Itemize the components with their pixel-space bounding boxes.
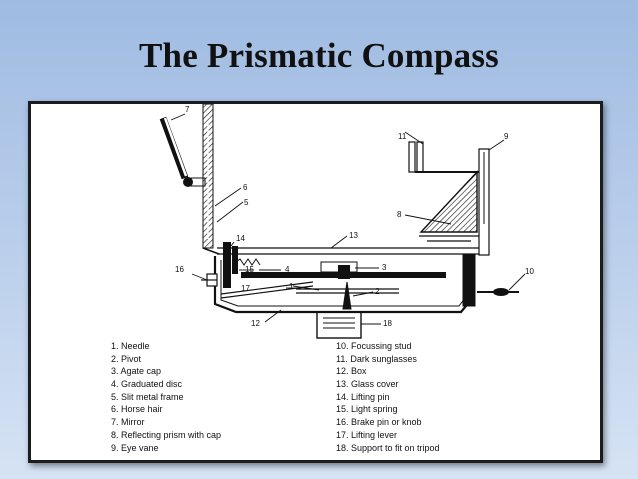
legend-item: 7. Mirror	[111, 417, 145, 428]
legend-item: 5. Slit metal frame	[111, 391, 184, 402]
callout-18: 18	[383, 319, 392, 328]
legend-item: 12. Box	[336, 366, 367, 377]
lifting-lever	[220, 281, 314, 299]
slide-title: The Prismatic Compass	[138, 36, 499, 75]
callout-14: 14	[236, 234, 245, 243]
legend-right: 10. Focussing stud 11. Dark sunglasses 1…	[336, 340, 440, 454]
legend-item: 15. Light spring	[336, 404, 398, 415]
legend-item: 10. Focussing stud	[336, 341, 412, 351]
agate-cap	[338, 265, 350, 279]
callout-12: 12	[251, 319, 260, 328]
figure-canvas: 7 6 5 11 9 8 13 14 15 4 3 16 17 1 2 12 1…	[31, 104, 600, 460]
callout-3: 3	[382, 263, 387, 272]
legend-item: 9. Eye vane	[111, 442, 159, 453]
glass-cover	[217, 247, 479, 255]
legend-item: 14. Lifting pin	[336, 391, 390, 402]
legend-item: 18. Support to fit on tripod	[336, 442, 440, 453]
slit-metal-frame	[202, 104, 220, 255]
callout-16: 16	[175, 265, 184, 274]
callout-13: 13	[349, 231, 358, 240]
legend-item: 16. Brake pin or knob	[336, 417, 422, 428]
legend-item: 13. Glass cover	[336, 379, 399, 390]
callout-6: 6	[243, 183, 248, 192]
light-spring	[235, 258, 261, 266]
callout-labels: 7 6 5 11 9 8 13 14 15 4 3 16 17 1 2 12 1…	[175, 105, 534, 328]
eye-vane	[478, 148, 490, 256]
callout-15: 15	[245, 265, 254, 274]
callout-10: 10	[525, 267, 534, 276]
callout-11: 11	[398, 132, 407, 141]
mirror	[159, 116, 206, 187]
legend-item: 17. Lifting lever	[336, 429, 398, 440]
legend-left: 1. Needle 2. Pivot 3. Agate cap 4. Gradu…	[111, 340, 221, 454]
legend-item: 8. Reflecting prism with cap	[111, 429, 222, 440]
legend-item: 6. Horse hair	[111, 404, 163, 415]
callout-17: 17	[241, 284, 250, 293]
legend-item: 11. Dark sunglasses	[336, 353, 417, 364]
tripod-support	[316, 311, 362, 339]
callout-5: 5	[244, 198, 249, 207]
callout-1: 1	[289, 282, 294, 291]
brake-pin	[201, 273, 218, 287]
reflecting-prism	[419, 170, 479, 242]
callout-8: 8	[397, 210, 402, 219]
callout-2: 2	[375, 287, 380, 296]
focussing-stud	[477, 288, 519, 296]
figure-frame: 7 6 5 11 9 8 13 14 15 4 3 16 17 1 2 12 1…	[28, 101, 603, 463]
leader-lines	[170, 113, 526, 325]
lifting-pin	[223, 242, 238, 288]
dark-sunglasses	[408, 141, 479, 173]
legend-item: 4. Graduated disc	[111, 379, 183, 390]
callout-9: 9	[504, 132, 509, 141]
legend-item: 2. Pivot	[111, 353, 142, 364]
legend-item: 3. Agate cap	[111, 366, 162, 377]
callout-7: 7	[185, 105, 190, 114]
prismatic-compass-diagram: 7 6 5 11 9 8 13 14 15 4 3 16 17 1 2 12 1…	[159, 104, 534, 339]
legend-item: 1. Needle	[111, 341, 150, 351]
needle-and-pivot	[296, 281, 399, 310]
callout-4: 4	[285, 265, 290, 274]
